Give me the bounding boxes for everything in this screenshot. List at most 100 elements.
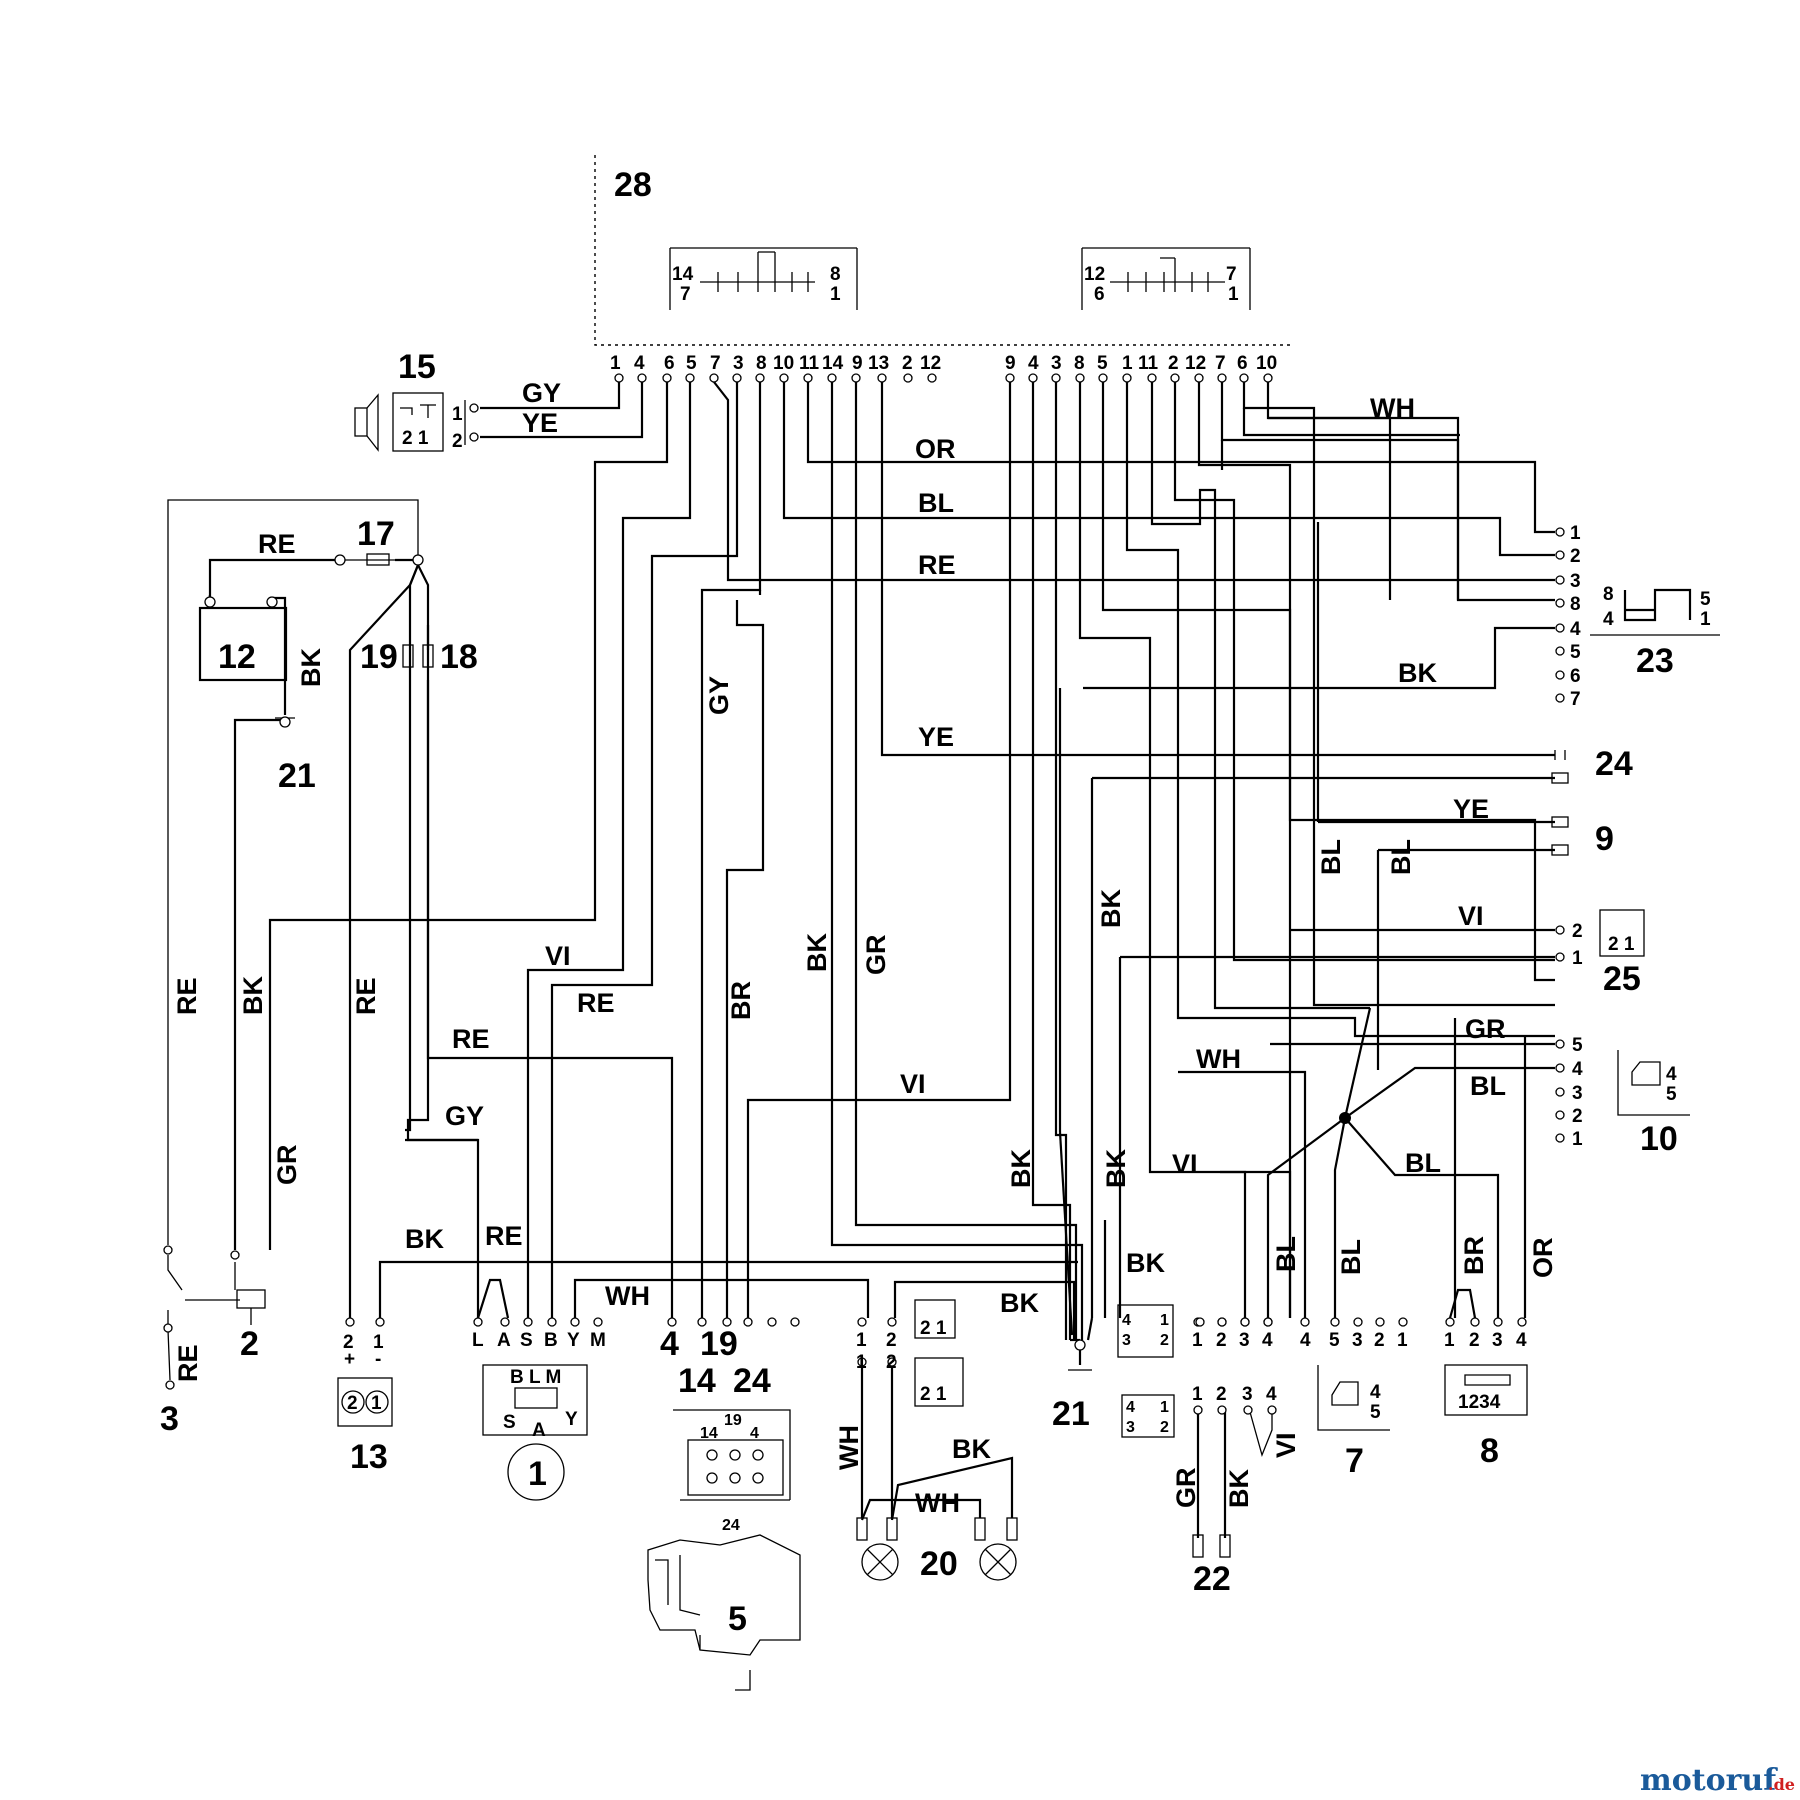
component-20-ground-top: 21 [278,716,316,795]
c18-pin-2: 2 [886,1330,897,1351]
clr-bl-top: BL [918,488,954,518]
clr-gy-11: GY [522,378,561,408]
ecu-pin-l10: 10 [773,353,794,374]
clr-re-mid: RE [577,988,615,1018]
clr-re-v3: RE [173,1344,203,1382]
wire-color-labels: GY YE WH OR BL RE RE BK YE YE VI GR BL W… [172,378,1558,1518]
clr-wh-v: WH [834,1425,864,1470]
ecu-pin-l1: 1 [610,353,621,374]
component-7: 1 2 3 4 1234 8 [1444,1288,1528,1470]
clr-ye-23: YE [918,722,954,752]
label-13: 13 [350,1438,388,1476]
wires [167,381,1555,1538]
c9-pin-2: 2 [1374,1330,1385,1351]
ecu-pin-l11: 11 [799,353,820,374]
ecu-pin-r9: 9 [1005,353,1016,374]
c9-icon-4: 4 [1370,1382,1381,1403]
clr-bk-mid: BK [1000,1288,1039,1318]
label-26: 28 [614,166,652,204]
clr-or-top: OR [915,434,956,464]
clr-ye-11: YE [522,408,558,438]
p22-pin-5: 5 [1570,642,1581,663]
ecu-pin-l12: 12 [920,353,941,374]
label-11: 15 [398,348,436,386]
ecu-pin-l5: 5 [686,353,697,374]
clr-bk-22: BK [1398,658,1437,688]
c20-icon-3: 3 [1122,1332,1131,1349]
c4-pin-24: 24 [733,1362,771,1400]
label-15: 17 [357,515,395,553]
ecu-pin-l13: 13 [868,353,889,374]
c13-icon-1: 1 [371,1393,382,1414]
component-20-ground-bottom: 21 4 1 3 2 [1052,1304,1174,1433]
component-16-17-fuses: 19 18 [360,638,478,676]
c9-pin-4: 4 [1300,1330,1311,1351]
label-20-top: 21 [278,757,316,795]
label-12: 12 [218,638,256,676]
c20-icon-1: 1 [1160,1312,1169,1329]
c21-pin-1b: 1 [1192,1384,1203,1405]
c1-pin-l: L [472,1330,484,1351]
component-10: 9 [1551,816,1614,858]
c24-icon-24: 24 [722,1517,740,1534]
ecu-pin-labels-right: 9 4 3 8 5 1 11 2 12 7 6 10 [1005,353,1277,374]
label-18: 20 [920,1545,958,1583]
c7-pin-2: 2 [1469,1330,1480,1351]
component-5: 5 [647,1534,801,1691]
label-9-component: 7 [1345,1442,1364,1480]
component-3: 3 [160,1380,179,1438]
clr-bl-v4: BL [1336,1239,1366,1275]
c28-l4: 1 [830,284,841,305]
c21-pin-2b: 2 [1216,1384,1227,1405]
clr-wh-mid: WH [1196,1044,1241,1074]
p22-icon-4: 4 [1603,609,1614,630]
clr-vi-mid: VI [900,1069,926,1099]
watermark-main: motoruf [1640,1763,1778,1798]
c1-icon-s: S [503,1412,516,1433]
component-9: 4 5 3 2 1 4 5 7 [1300,1317,1408,1480]
clr-or-v: OR [1528,1238,1558,1279]
clr-gr-v2: GR [861,935,891,976]
c7-pin-3: 3 [1492,1330,1503,1351]
clr-re-v1: RE [172,977,202,1015]
clr-vi-21: VI [1271,1432,1301,1458]
c21-icon-4: 4 [1126,1399,1135,1416]
label-3: 3 [160,1400,179,1438]
clr-vi-25: VI [1458,901,1484,931]
watermark-suffix: .de [1768,1775,1795,1794]
c13-pin-plus: + [344,1349,355,1370]
c20-icon-4: 4 [1122,1312,1131,1329]
c9-icon-5: 5 [1370,1402,1381,1423]
p22-pin-1: 1 [1570,523,1581,544]
c27-l2: 6 [1094,284,1105,305]
clr-bk-21: BK [1224,1469,1254,1508]
clr-bk-v5: BK [1101,1149,1131,1188]
c18-pin-2b: 2 [886,1352,897,1373]
clr-bl-low: BL [1405,1148,1441,1178]
clr-gy-left: GY [445,1101,484,1131]
ecu-pin-r2: 2 [1168,353,1179,374]
connector-28: 14 7 8 1 [669,247,858,310]
c28-l3: 8 [830,264,841,285]
clr-gr-8: GR [1465,1014,1506,1044]
p8-pin-2: 2 [1572,1106,1583,1127]
clr-wh-top: WH [1370,393,1415,423]
ecu-pin-l14: 14 [822,353,844,374]
ecu-pin-r6: 6 [1237,353,1248,374]
p22-pin-8: 8 [1570,594,1581,615]
clr-bl-v2: BL [1386,839,1416,875]
label-16: 18 [440,638,478,676]
p22-icon-8: 8 [1603,584,1614,605]
component-2-switch: 2 [163,1245,266,1363]
component-21: 1 2 3 4 1 2 3 4 4 1 3 2 22 [1121,1317,1277,1598]
clr-vi-low: VI [1172,1149,1198,1179]
clr-gy-v: GY [704,676,734,715]
clr-re-left: RE [452,1024,490,1054]
ecu-pin-r12: 12 [1185,353,1206,374]
ecu-pin-l6: 6 [664,353,675,374]
clr-bl-8: BL [1470,1071,1506,1101]
component-11-speaker: 15 2 1 1 2 [354,348,479,452]
c1-pin-y: Y [567,1330,580,1351]
watermark: motoruf .de [1640,1763,1795,1798]
